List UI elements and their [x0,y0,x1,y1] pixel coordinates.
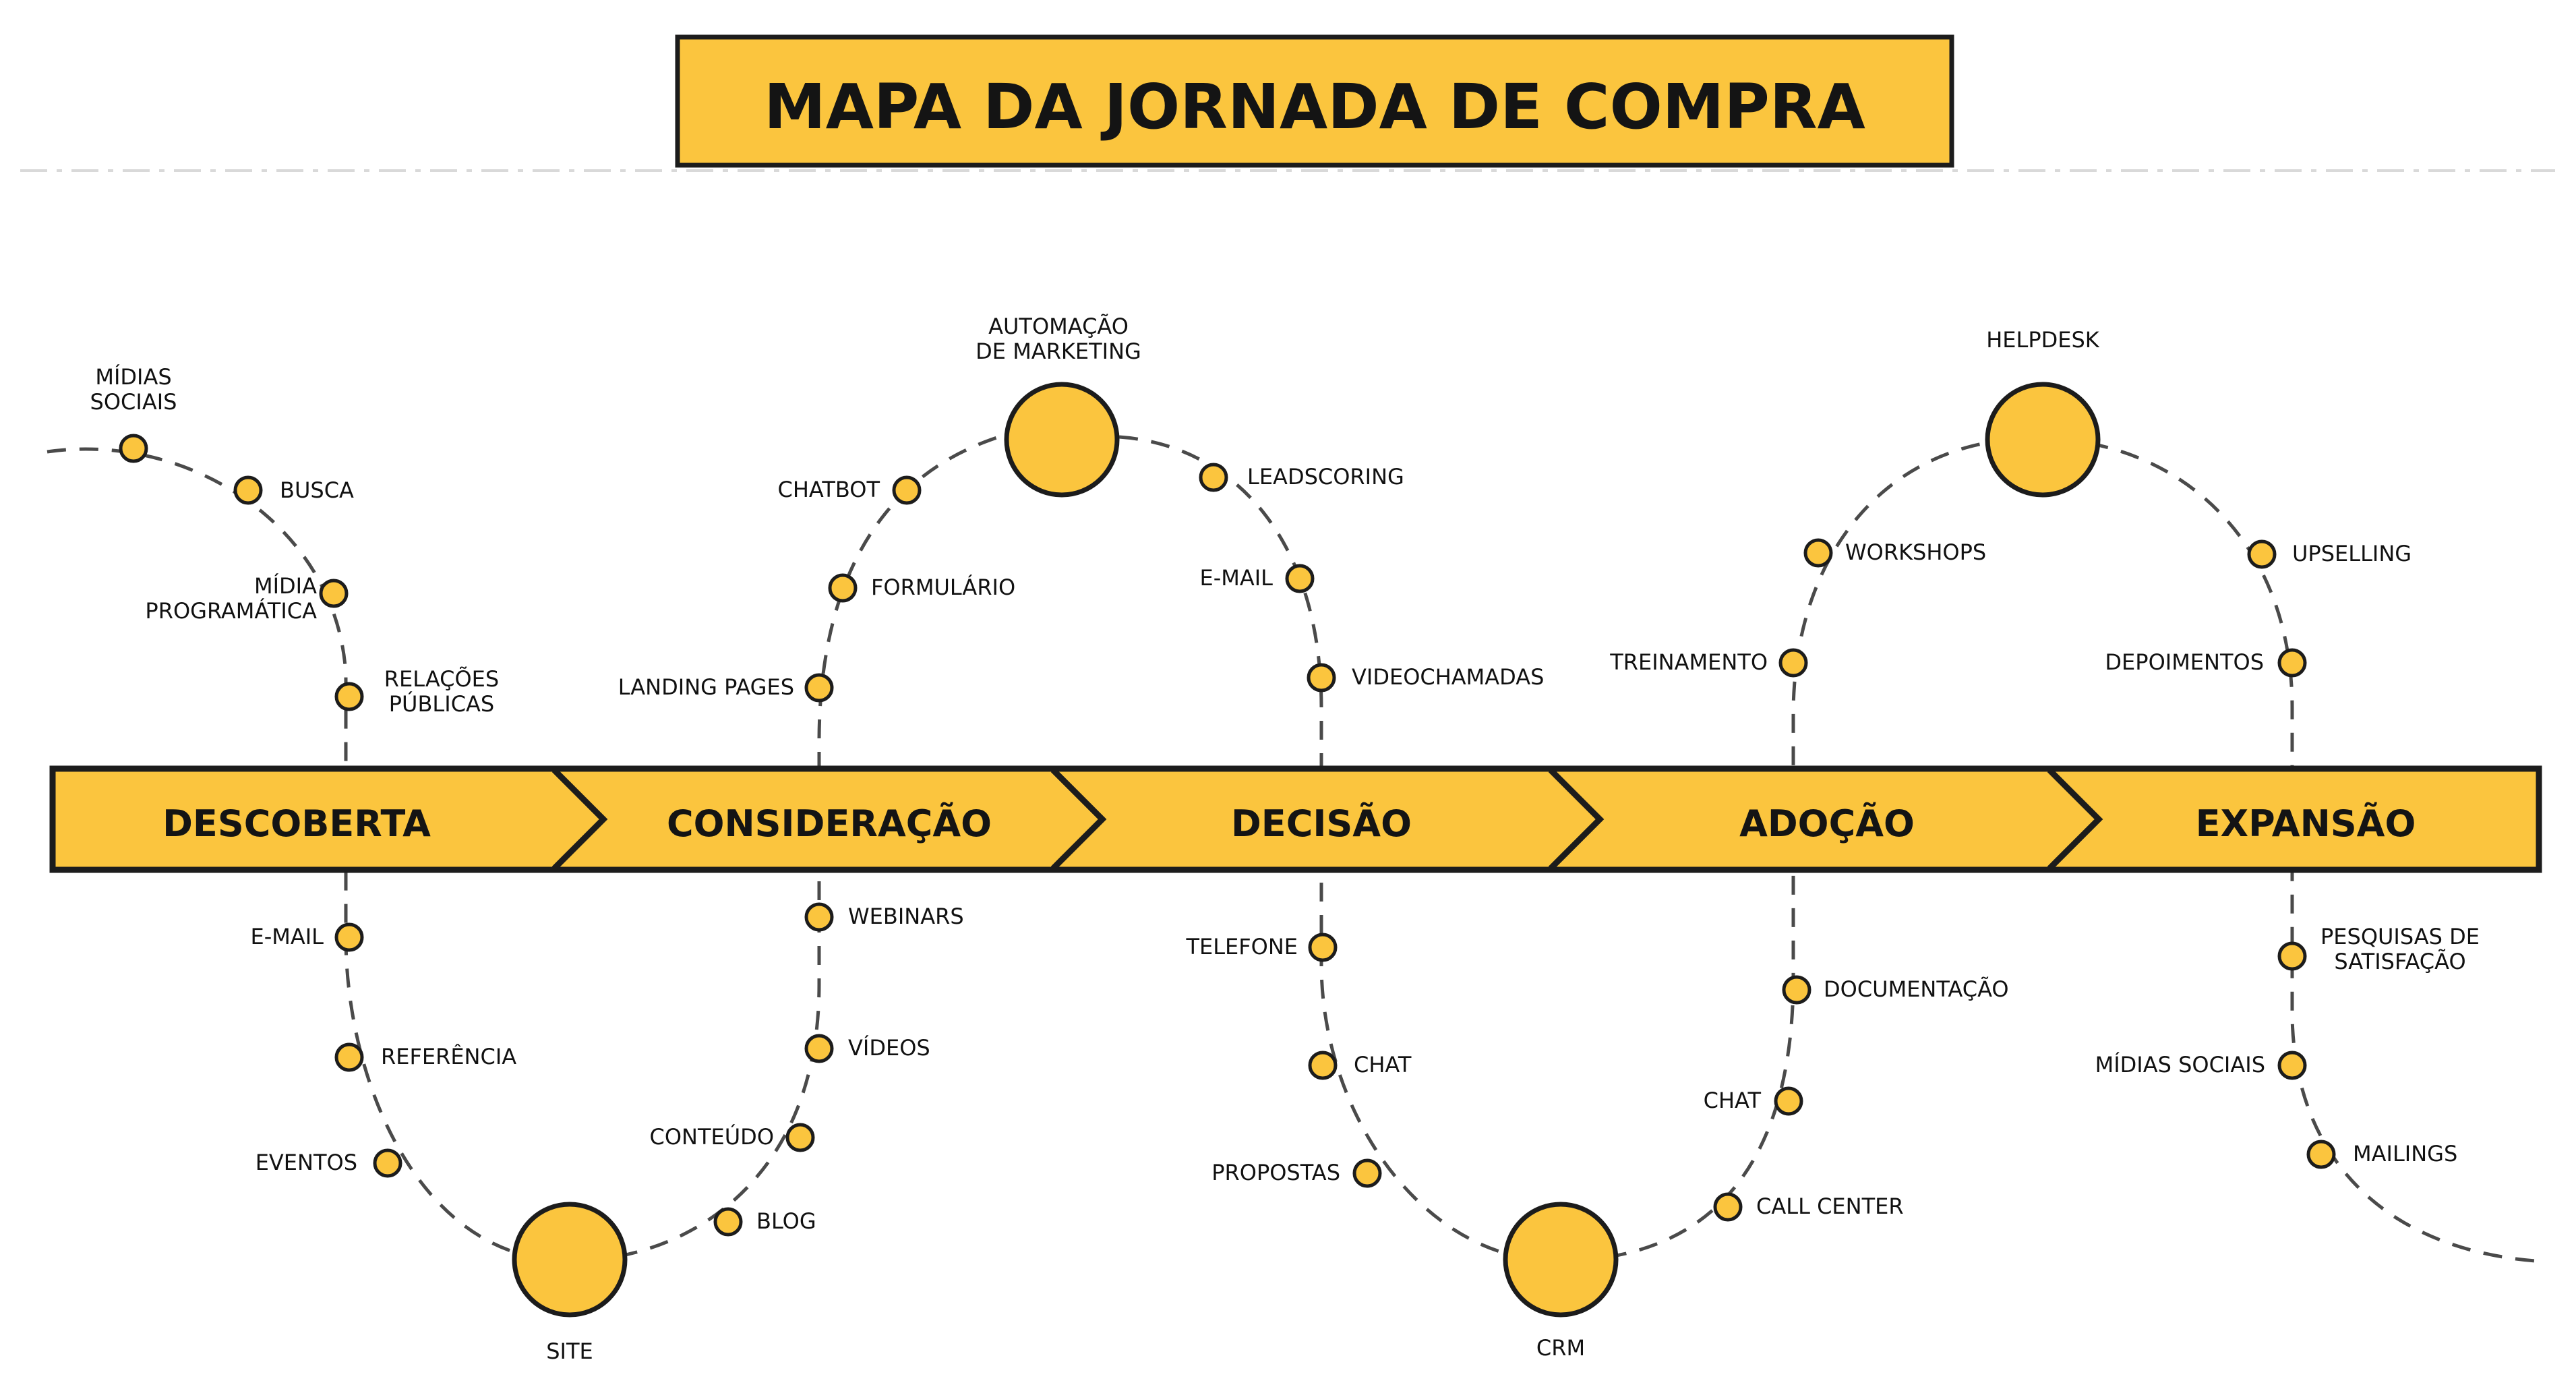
touchpoint-label: PROPOSTAS [1211,1160,1340,1185]
touchpoint-label: MÍDIAS SOCIAIS [2095,1052,2265,1078]
touchpoint-dot [1713,1192,1743,1222]
touchpoint-label: BLOG [756,1208,816,1234]
hub-label-helpdesk: HELPDESK [1986,327,2100,353]
hub-node [512,1202,628,1318]
touchpoint-dot [2277,1051,2307,1080]
touchpoint-dot [2247,539,2277,569]
touchpoint-dot [334,1042,364,1072]
touchpoint-dot [1307,663,1336,692]
hub-node [1985,382,2101,498]
touchpoint-label: VÍDEOS [848,1035,930,1061]
touchpoint-label: CONTEÚDO [650,1123,774,1150]
touchpoint-label: FORMULÁRIO [871,574,1015,600]
touchpoint-dot [319,579,349,608]
touchpoint-dot [785,1123,815,1152]
touchpoint-dot [1778,648,1808,678]
hub-label-site: SITE [546,1338,593,1364]
touchpoint-dot [373,1148,402,1178]
stage-divider-3 [1548,767,1605,871]
touchpoint-dot [1285,564,1315,593]
stage-expansao: EXPANSÃO [2196,802,2416,845]
touchpoint-dot [804,902,834,932]
hub-node [1004,382,1120,498]
touchpoint-dot [1199,463,1228,492]
touchpoint-label: CHAT [1354,1052,1412,1078]
touchpoint-label: CHATBOT [778,477,880,502]
title-banner-box [675,34,1954,168]
stage-divider-1 [551,767,608,871]
touchpoint-label: TREINAMENTO [1609,649,1768,675]
touchpoint-dot [892,475,922,505]
touchpoint-label: DEPOIMENTOS [2105,649,2264,675]
touchpoint-label: WORKSHOPS [1845,539,1986,565]
touchpoint-dot [828,573,858,603]
touchpoint-dot [804,673,834,703]
touchpoint-dot [2277,648,2307,678]
hub-label-crm: CRM [1536,1335,1585,1361]
touchpoint-dot [1352,1158,1382,1188]
title-banner: MAPA DA JORNADA DE COMPRA [675,34,1954,168]
touchpoint-dot [334,922,364,952]
touchpoint-dot [119,434,148,463]
touchpoint-dot [1308,933,1338,962]
hub-node [1503,1202,1619,1318]
touchpoint-label: LEADSCORING [1247,464,1404,490]
stage-divider-2 [1050,767,1107,871]
touchpoint-dot [2277,941,2307,971]
touchpoint-label: WEBINARS [848,904,964,929]
touchpoint-dot [1774,1086,1803,1116]
touchpoint-label: UPSELLING [2292,541,2412,566]
touchpoint-label: REFERÊNCIA [381,1044,516,1069]
stage-divider-4 [2047,767,2103,871]
touchpoint-dot [233,475,263,505]
stage-band-outline [49,765,2542,873]
touchpoint-dot [1803,538,1833,568]
touchpoint-label: VIDEOCHAMADAS [1352,664,1544,690]
touchpoint-dot [804,1034,834,1063]
stage-decisao: DECISÃO [1231,802,1412,845]
stage-consideracao: CONSIDERAÇÃO [667,802,992,845]
touchpoint-label: CHAT [1704,1088,1762,1113]
touchpoint-label: E-MAIL [1199,565,1273,591]
page-title: MAPA DA JORNADA DE COMPRA [764,71,1865,143]
touchpoint-dot [1782,975,1811,1005]
stage-band: DESCOBERTA CONSIDERAÇÃO DECISÃO ADOÇÃO E… [49,765,2542,873]
touchpoint-label: TELEFONE [1185,934,1298,960]
touchpoint-label: EVENTOS [256,1150,357,1175]
touchpoint-dot [713,1207,743,1237]
touchpoint-dot [334,682,364,711]
touchpoint-dot [1308,1051,1338,1080]
touchpoint-dot [2306,1140,2336,1169]
touchpoint-label: DOCUMENTAÇÃO [1824,976,2009,1002]
touchpoint-label: BUSCA [280,477,354,503]
stage-adocao: ADOÇÃO [1739,802,1915,845]
touchpoint-label: MAILINGS [2353,1141,2457,1167]
touchpoint-label: CALL CENTER [1756,1193,1904,1219]
stage-descoberta: DESCOBERTA [162,802,431,845]
touchpoint-label: LANDING PAGES [618,674,794,700]
touchpoint-label: E-MAIL [250,924,324,949]
